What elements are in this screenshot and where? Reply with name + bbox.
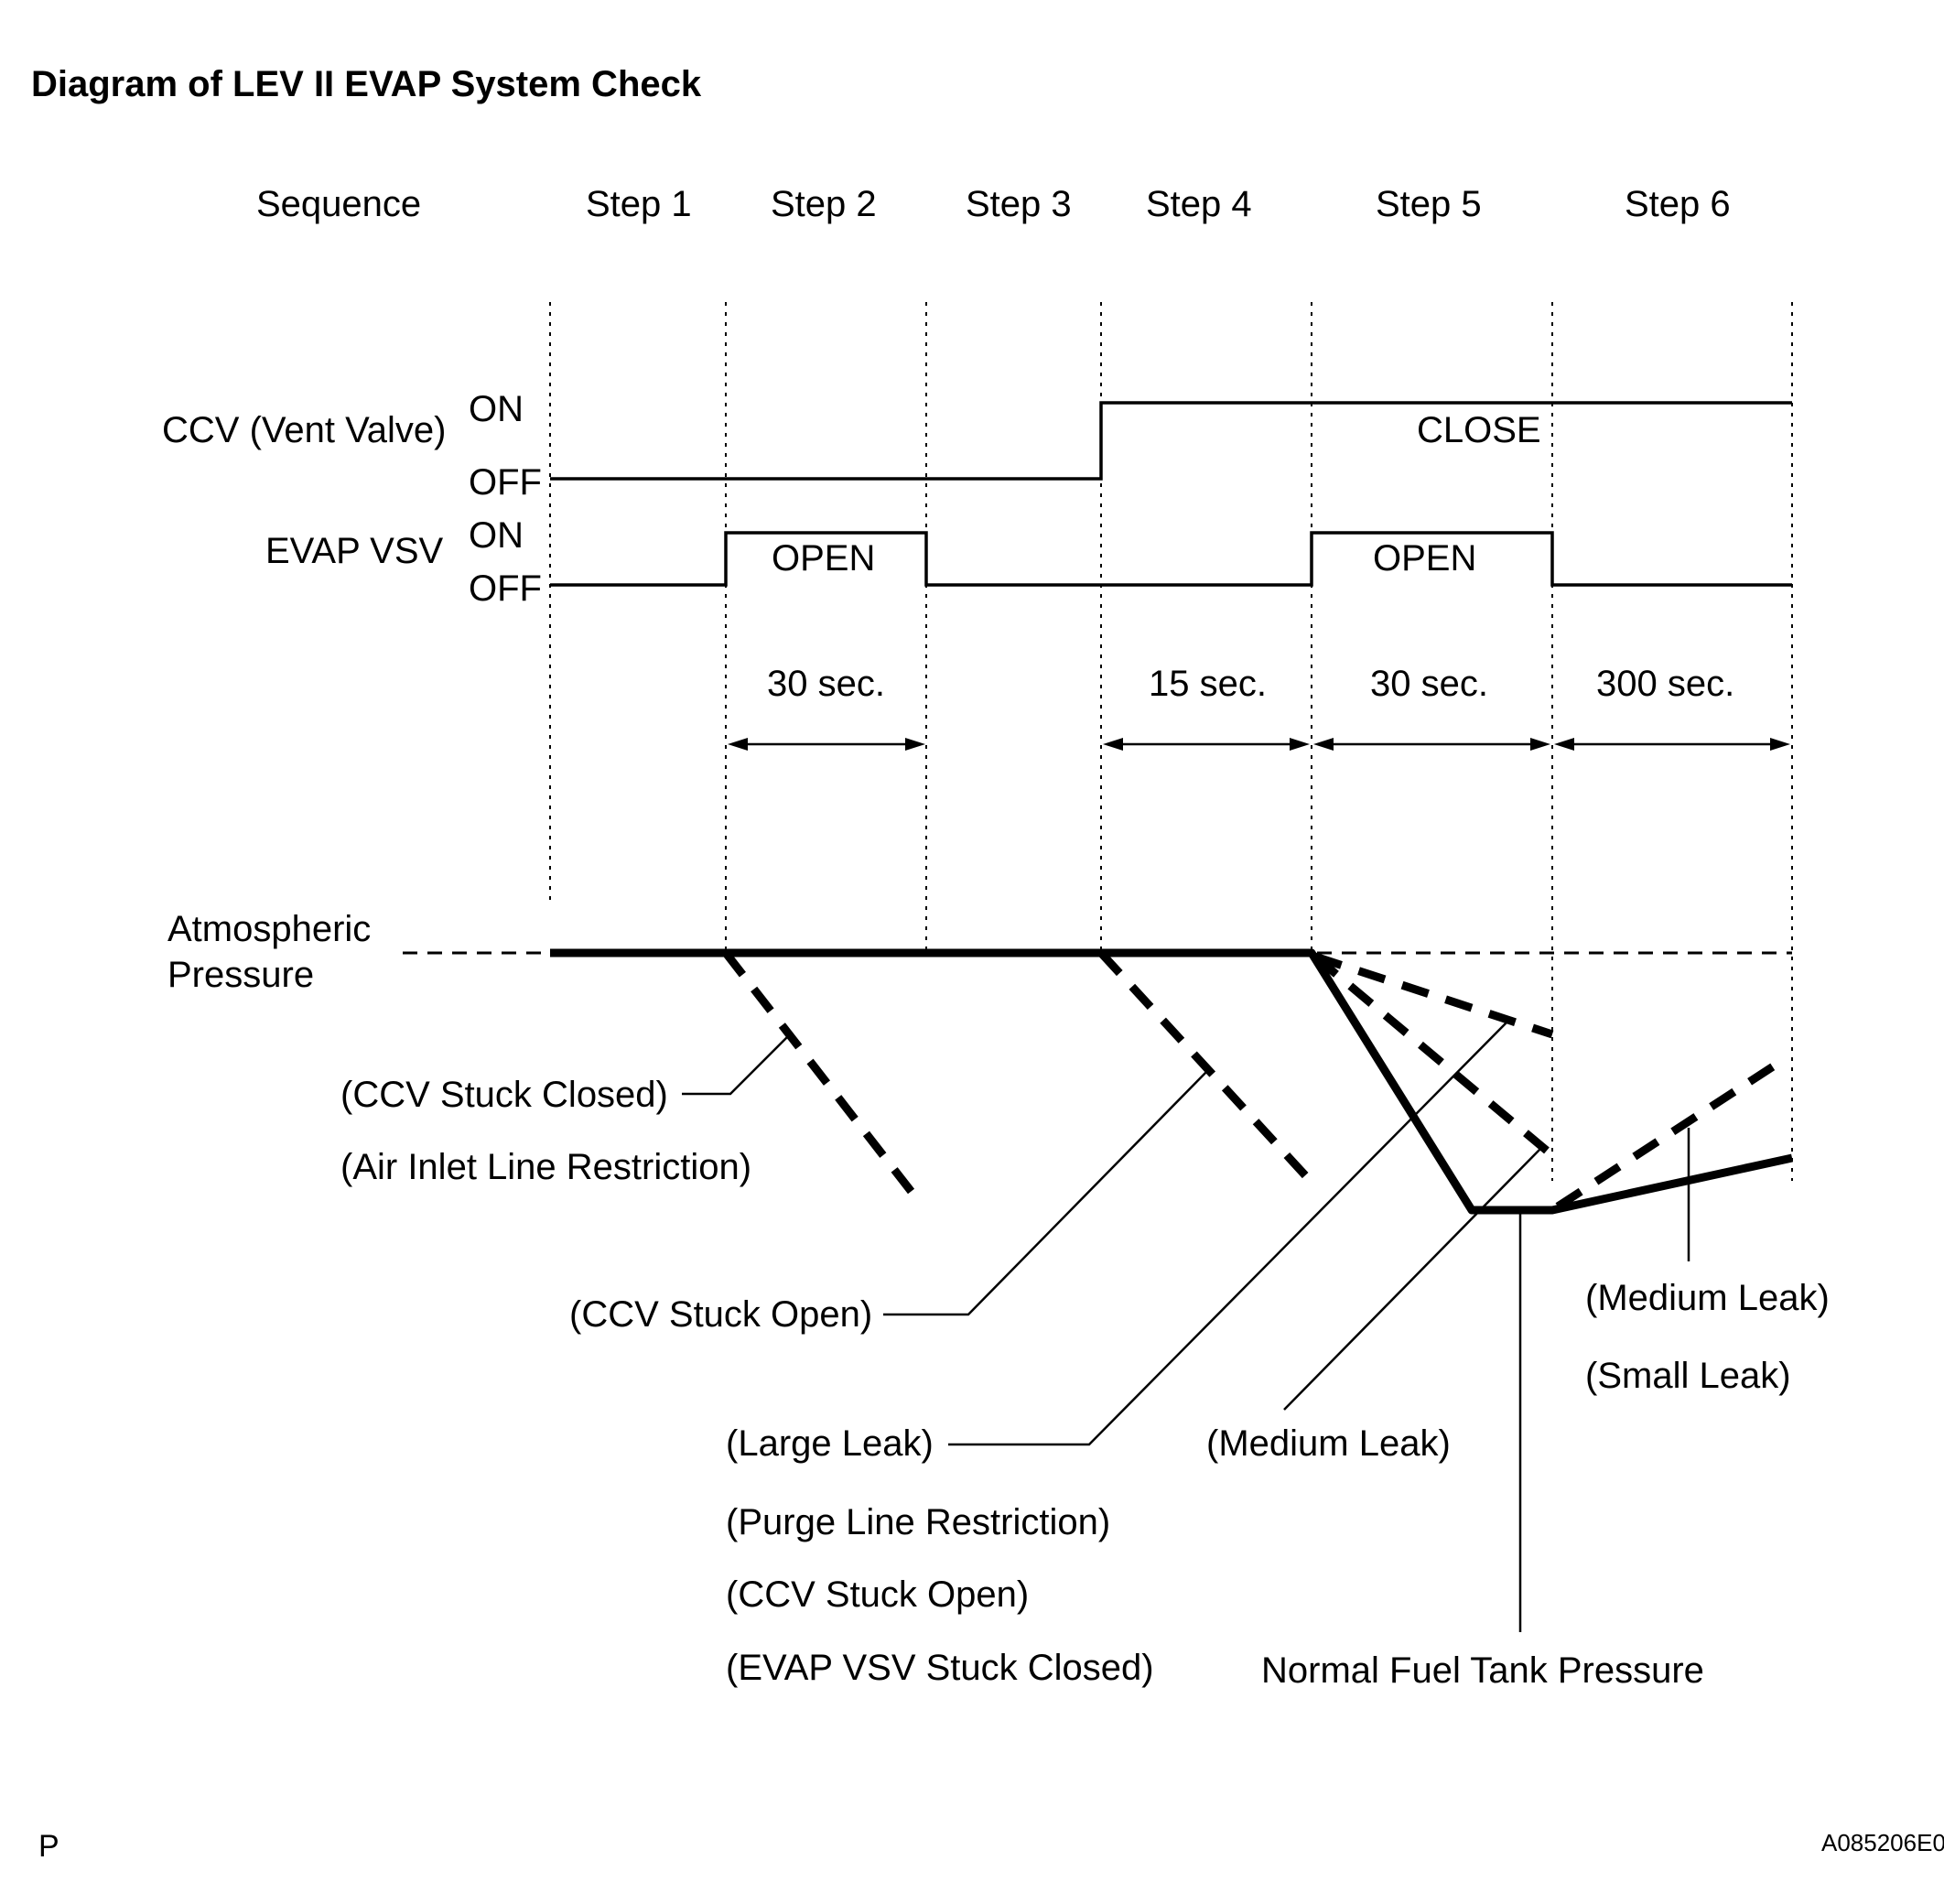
leader-ccv-stuck-open: [883, 1069, 1209, 1316]
step-1-label: Step 1: [586, 184, 692, 224]
duration-arrow-step2: [728, 738, 925, 751]
atmospheric-label-line2: Pressure: [167, 955, 314, 995]
duration-arrows: [728, 738, 1790, 751]
duration-step2: 30 sec.: [767, 664, 885, 704]
evap-vsv-off-label: OFF: [469, 568, 542, 609]
step-6-label: Step 6: [1625, 184, 1731, 224]
evap-vsv-signal-line: [550, 531, 1792, 587]
step-4-label: Step 4: [1146, 184, 1252, 224]
duration-arrow-step4: [1103, 738, 1310, 751]
atmospheric-label-line1: Atmospheric: [167, 909, 371, 949]
annotation-large-leak: (Large Leak): [726, 1423, 934, 1464]
evap-vsv-open-label-step5: OPEN: [1373, 538, 1476, 579]
footer-page-marker: P: [38, 1829, 59, 1864]
leader-ccv-stuck-closed: [682, 1036, 788, 1096]
normal-pressure-curve: [550, 948, 1793, 1215]
duration-arrow-step6: [1554, 738, 1790, 751]
step-3-label: Step 3: [966, 184, 1072, 224]
fault-curve-ccv-stuck-closed: [722, 950, 924, 1206]
duration-step5: 30 sec.: [1370, 664, 1488, 704]
annotation-evap-vsv-stuck-closed: (EVAP VSV Stuck Closed): [726, 1648, 1154, 1688]
ccv-label: CCV (Vent Valve): [162, 410, 447, 450]
duration-step4: 15 sec.: [1149, 664, 1267, 704]
annotation-normal-pressure: Normal Fuel Tank Pressure: [1261, 1650, 1704, 1691]
annotation-purge-line-restriction: (Purge Line Restriction): [726, 1502, 1110, 1542]
evap-vsv-open-label-step2: OPEN: [772, 538, 875, 579]
annotation-medium-leak-step6: (Medium Leak): [1585, 1278, 1830, 1318]
fault-curve-medium-leak-step5: [1312, 953, 1555, 1159]
fault-curve-large-leak: [1313, 952, 1554, 1039]
annotation-ccv-stuck-open-step4: (CCV Stuck Open): [569, 1294, 872, 1335]
step-2-label: Step 2: [771, 184, 877, 224]
duration-step6: 300 sec.: [1596, 664, 1734, 704]
ccv-signal-line: [550, 401, 1792, 481]
ccv-off-label: OFF: [469, 462, 542, 503]
annotation-medium-leak-step5: (Medium Leak): [1206, 1423, 1451, 1464]
evap-vsv-on-label: ON: [469, 515, 524, 556]
annotation-small-leak-step6: (Small Leak): [1585, 1356, 1791, 1396]
evap-vsv-label: EVAP VSV: [265, 531, 444, 571]
step-5-label: Step 5: [1376, 184, 1482, 224]
leader-large-leak: [948, 1020, 1509, 1446]
footer-figure-code: A085206E02: [1821, 1829, 1944, 1856]
duration-arrow-step5: [1313, 738, 1550, 751]
annotation-ccv-stuck-open-step5: (CCV Stuck Open): [726, 1574, 1029, 1615]
step-boundaries: [549, 302, 1793, 1181]
fault-curve-ccv-stuck-open: [1097, 949, 1320, 1191]
annotation-ccv-stuck-closed: (CCV Stuck Closed): [340, 1075, 668, 1115]
sequence-label: Sequence: [256, 184, 421, 224]
ccv-close-label: CLOSE: [1417, 410, 1541, 450]
annotation-air-inlet-restriction: (Air Inlet Line Restriction): [340, 1147, 751, 1187]
leader-medium-leak-step5: [1283, 1148, 1541, 1411]
diagram-title: Diagram of LEV II EVAP System Check: [31, 64, 702, 104]
ccv-on-label: ON: [469, 389, 524, 429]
